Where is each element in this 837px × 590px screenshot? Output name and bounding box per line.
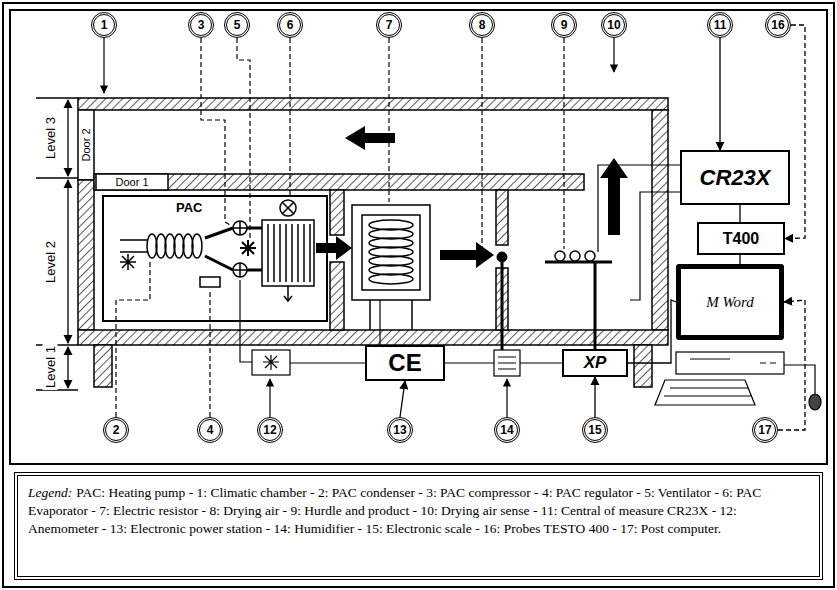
callout-number: 6 [287,18,294,32]
node-text: XP [584,353,607,373]
connector [739,255,740,264]
callout-number: 1 [101,18,108,32]
legend-box: Legend:PAC: Heating pump - 1: Climatic c… [14,472,823,580]
door-label: Door 2 [80,126,92,163]
callout-number: 1 [91,12,117,38]
callout-number: 4 [207,423,214,437]
callout-number: 12 [263,423,276,437]
pac-internals [120,200,314,301]
callout-number: 15 [582,417,608,443]
callout-number: 15 [588,423,601,437]
connector [400,381,405,417]
connector [628,300,676,363]
callout-number: 3 [188,12,214,38]
callout-number: 17 [752,417,778,443]
electric-resistor [352,205,430,330]
callout-number: 11 [707,12,733,38]
callout-number: 16 [771,18,784,32]
level-label: Level 3 [43,115,58,161]
computer-monitor: M Word [676,264,784,340]
connector [785,25,805,239]
callout-number: 7 [386,18,393,32]
node-text: CE [388,349,421,377]
callout-number: 5 [224,12,250,38]
node-text: T400 [723,230,759,248]
callout-number: 5 [234,18,241,32]
node-text: M Word [706,294,754,311]
node-text: PAC: Heating pump - 1: Climatic chamber … [28,485,761,536]
leader-lines [104,38,614,417]
frame [3,3,834,587]
callout-number: 14 [494,417,520,443]
callout-number: 8 [469,12,495,38]
node-text: Legend: [28,485,72,500]
callout-number: 7 [376,12,402,38]
level-label: Level 1 [43,344,58,390]
scale-box: XP [562,349,628,377]
callout-number: 4 [197,417,223,443]
connector [739,205,740,222]
callout-number: 11 [714,18,727,32]
callout-number: 2 [113,423,120,437]
callout-number: 9 [551,12,577,38]
callout-number: 10 [601,12,627,38]
power-station-box: CE [365,345,445,381]
callout-number: 9 [561,18,568,32]
callout-number: 14 [500,423,513,437]
callout-number: 13 [387,417,413,443]
measure-central-box: CR23X [680,150,790,205]
callout-number: 10 [607,18,620,32]
level-brackets [36,98,78,390]
callout-number: 3 [198,18,205,32]
connector [719,38,720,150]
air-flow-arrows [316,126,628,268]
callout-number: 2 [103,417,129,443]
callout-number: 8 [479,18,486,32]
chamber-walls [78,98,668,387]
hurdle-and-product [497,251,612,350]
callout-number: 12 [257,417,283,443]
callout-number: 13 [393,423,406,437]
connector [594,377,595,417]
door-label: Door 1 [113,176,150,188]
probe-box: T400 [697,222,785,255]
node-text: CR23X [700,165,771,191]
callout-number: 16 [765,12,791,38]
callout-number: 6 [277,12,303,38]
node-text: PAC [174,200,204,215]
callout-number: 17 [758,423,771,437]
heating-pump-box: PAC [102,195,328,322]
level-label: Level 2 [43,239,58,285]
